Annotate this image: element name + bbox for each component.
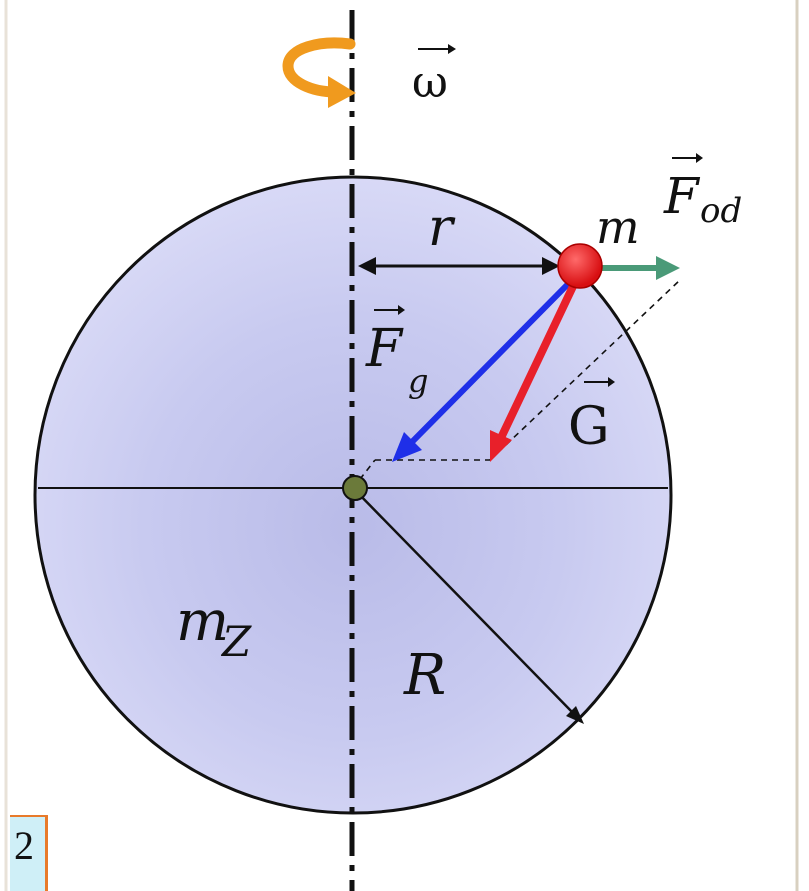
f-g-label: F g <box>365 305 428 400</box>
f-g-main: F <box>365 319 404 379</box>
m-label: m <box>596 200 640 254</box>
centrifugal-force-arrow <box>598 256 680 280</box>
page-margin <box>766 0 809 891</box>
f-od-label: F od <box>663 153 742 231</box>
g-text: G <box>568 397 610 457</box>
r-distance-arrow <box>358 257 560 275</box>
gravity-force-arrow <box>392 277 575 462</box>
mass-point <box>557 243 603 289</box>
center-point <box>342 475 368 501</box>
r-label: r <box>428 198 456 258</box>
f-g-sub: g <box>408 362 428 400</box>
omega-text: ω <box>412 57 448 108</box>
radius-arrow <box>352 487 584 724</box>
omega-label: ω <box>412 44 456 108</box>
m-z-sub: Z <box>220 617 252 666</box>
m-z-label: m Z <box>176 589 252 666</box>
weight-force-arrow <box>490 278 580 462</box>
page-number: 2 <box>14 823 34 868</box>
g-label: G <box>568 377 615 457</box>
r-radius-label: R <box>403 643 446 708</box>
rotation-arrow-icon <box>282 37 356 108</box>
f-od-main: F <box>663 167 701 225</box>
f-od-sub: od <box>700 191 742 231</box>
page-number-box <box>10 815 48 891</box>
m-z-main: m <box>176 589 229 654</box>
